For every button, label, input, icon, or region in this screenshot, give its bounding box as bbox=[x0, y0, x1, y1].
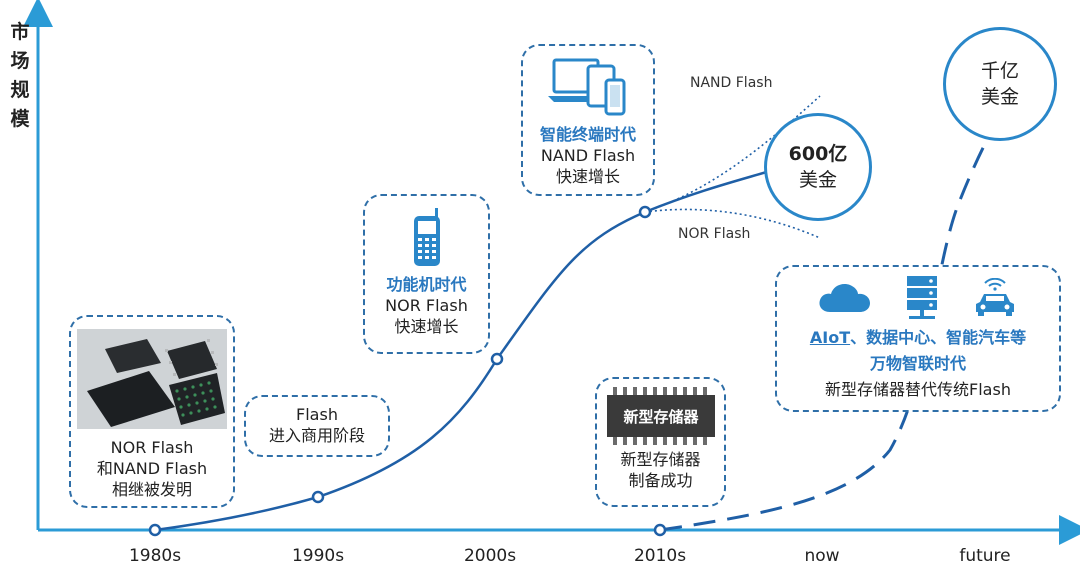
box-line: 快速增长 bbox=[394, 317, 459, 336]
aiot-link[interactable]: AIoT bbox=[809, 328, 851, 347]
marker-1990s bbox=[311, 490, 325, 504]
smart-car-icon bbox=[976, 278, 1015, 316]
x-tick-future: future bbox=[959, 546, 1011, 566]
x-tick-2000s: 2000s bbox=[463, 546, 517, 566]
feature-phone-icon bbox=[413, 208, 440, 266]
box-line: 快速增长 bbox=[555, 167, 620, 186]
y-label-char: 模 bbox=[10, 108, 30, 130]
x-tick-2010s: 2010s bbox=[633, 546, 687, 566]
x-tick-1990s: 1990s bbox=[291, 546, 345, 566]
nand-curve bbox=[644, 95, 821, 213]
circle-hundred-billion: 千亿 美金 bbox=[943, 27, 1057, 141]
chip-label: 新型存储器 bbox=[623, 408, 699, 426]
box-line: 相继被发明 bbox=[111, 480, 192, 499]
circle-line: 美金 bbox=[980, 86, 1019, 108]
aiot-title: AIoT、数据中心、智能汽车等 bbox=[777, 327, 1059, 348]
memory-chip-icon: 新型存储器 bbox=[606, 387, 715, 445]
aiot-title-rest: 、数据中心、智能汽车等 bbox=[850, 328, 1027, 347]
box-line: 进入商用阶段 bbox=[268, 426, 365, 445]
marker-new-memory bbox=[653, 523, 667, 537]
y-axis-label: 市 场 规 模 bbox=[8, 18, 32, 134]
box-aiot-era: AIoT、数据中心、智能汽车等 万物智联时代 新型存储器替代传统Flash bbox=[775, 265, 1061, 412]
nor-curve-label: NOR Flash bbox=[678, 226, 751, 242]
future-curve bbox=[659, 109, 1005, 532]
flash-chips-photo bbox=[77, 329, 227, 429]
y-label-char: 场 bbox=[10, 50, 30, 72]
box-new-memory-success: 新型存储器 新型存储器 制备成功 bbox=[595, 377, 726, 507]
circle-line: 600亿 bbox=[788, 143, 848, 165]
marker-2000s bbox=[490, 352, 504, 366]
circle-line: 千亿 bbox=[980, 60, 1019, 82]
box-title: 智能终端时代 bbox=[539, 125, 636, 144]
box-title: 功能机时代 bbox=[386, 275, 467, 294]
marker-1980s bbox=[148, 523, 162, 537]
box-line: Flash bbox=[296, 405, 338, 424]
server-icon bbox=[906, 276, 937, 319]
x-tick-now: now bbox=[804, 546, 840, 566]
box-smart-terminal-era: 智能终端时代 NAND Flash 快速增长 bbox=[521, 44, 655, 196]
box-feature-phone-era: 功能机时代 NOR Flash 快速增长 bbox=[363, 194, 490, 354]
x-tick-1980s: 1980s bbox=[128, 546, 182, 566]
box-line: 和NAND Flash bbox=[96, 459, 208, 478]
box-flash-invented: NOR Flash 和NAND Flash 相继被发明 bbox=[69, 315, 235, 508]
aiot-subtitle: 万物智联时代 bbox=[869, 354, 966, 373]
box-line: NOR Flash bbox=[110, 438, 194, 457]
box-flash-commercial: Flash 进入商用阶段 bbox=[244, 395, 390, 457]
circle-600-billion: 600亿 美金 bbox=[764, 113, 872, 221]
box-line: 制备成功 bbox=[628, 471, 693, 490]
nor-curve bbox=[644, 208, 821, 239]
box-line: NAND Flash bbox=[540, 146, 636, 165]
y-label-char: 规 bbox=[10, 79, 30, 101]
circle-line: 美金 bbox=[798, 169, 837, 191]
box-line: NOR Flash bbox=[385, 296, 468, 315]
box-line: 新型存储器 bbox=[620, 450, 701, 469]
devices-icon bbox=[548, 58, 626, 116]
cloud-icon bbox=[819, 284, 870, 312]
marker-2010s bbox=[638, 205, 652, 219]
nand-curve-label: NAND Flash bbox=[690, 75, 773, 91]
box-line: 新型存储器替代传统Flash bbox=[825, 380, 1011, 399]
y-label-char: 市 bbox=[10, 21, 30, 43]
